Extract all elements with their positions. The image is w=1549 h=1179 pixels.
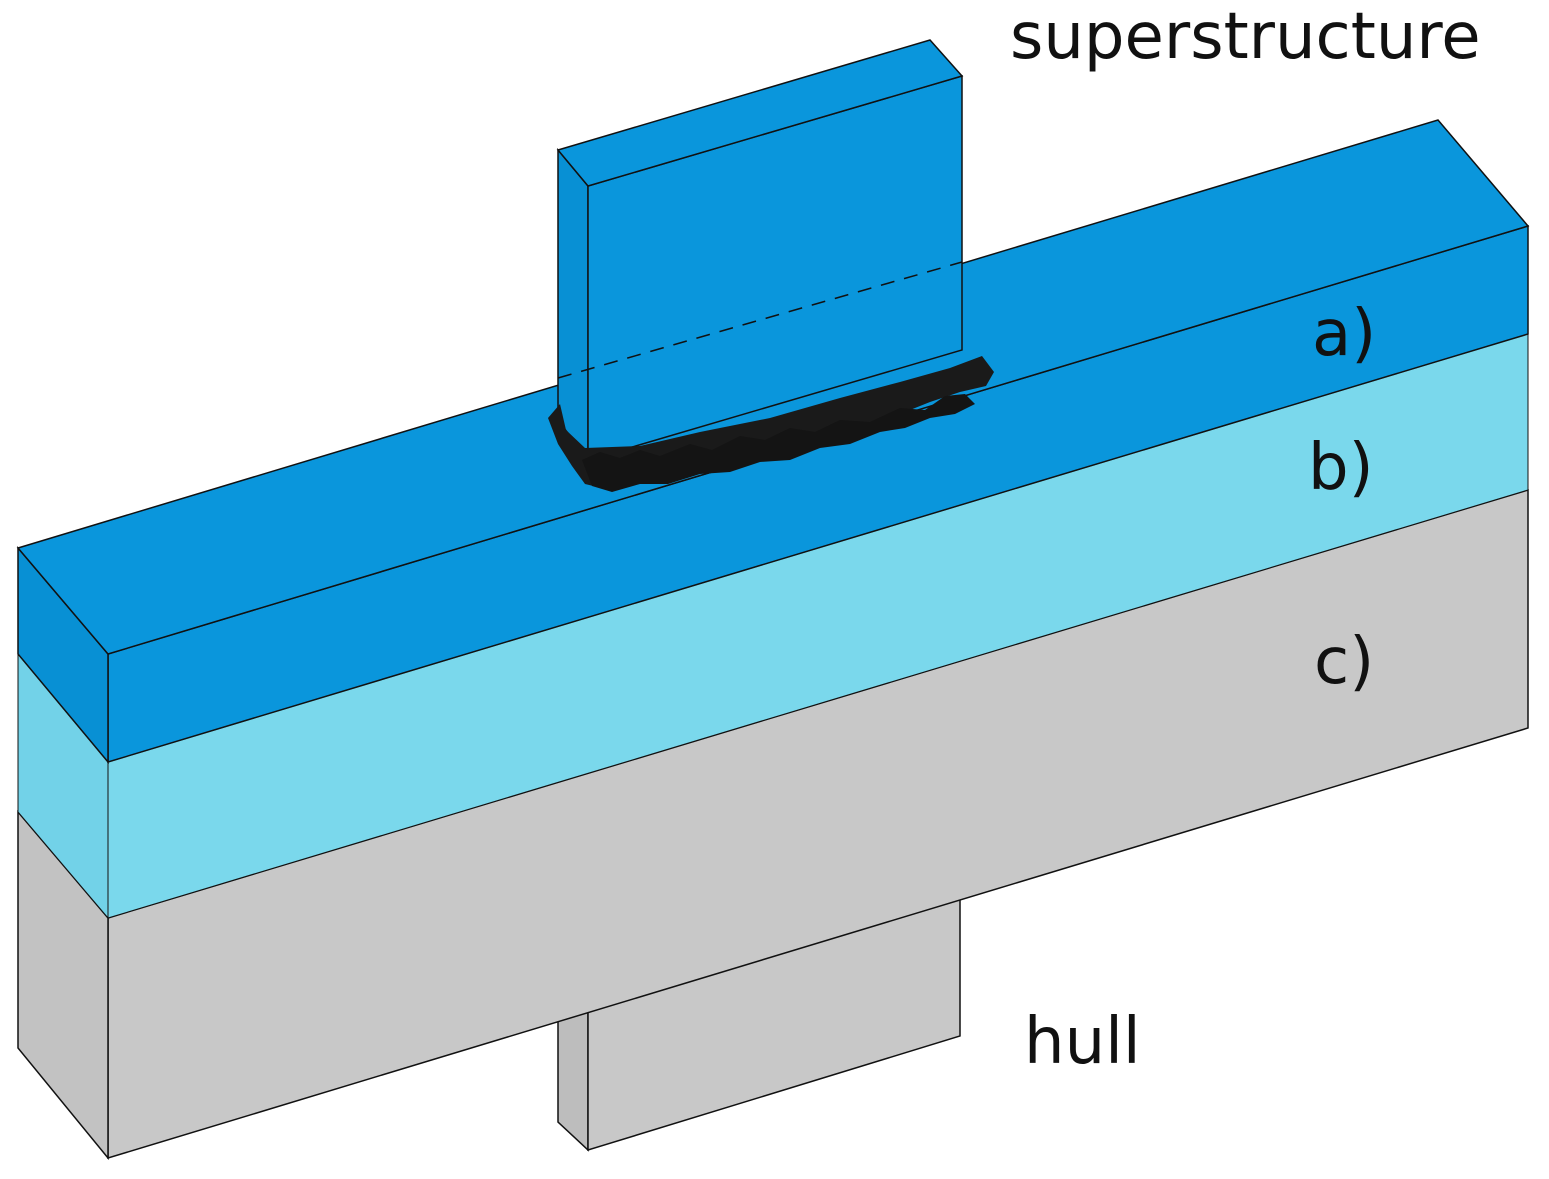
superstructure-label: superstructure bbox=[1010, 0, 1481, 74]
layer-b-label: b) bbox=[1308, 431, 1374, 505]
keel-side-face bbox=[557, 1011, 589, 1152]
layer-c-label: c) bbox=[1314, 625, 1375, 699]
hull-label: hull bbox=[1024, 1005, 1141, 1079]
bead-front-texture bbox=[582, 394, 975, 492]
superstructure-side-face bbox=[557, 147, 589, 463]
adhesive-joint-bead bbox=[548, 356, 994, 492]
layer-a-label: a) bbox=[1312, 297, 1377, 371]
superstructure-top-face bbox=[556, 39, 964, 187]
superstructure-plate bbox=[556, 39, 964, 463]
hull-keel-block bbox=[557, 896, 961, 1152]
